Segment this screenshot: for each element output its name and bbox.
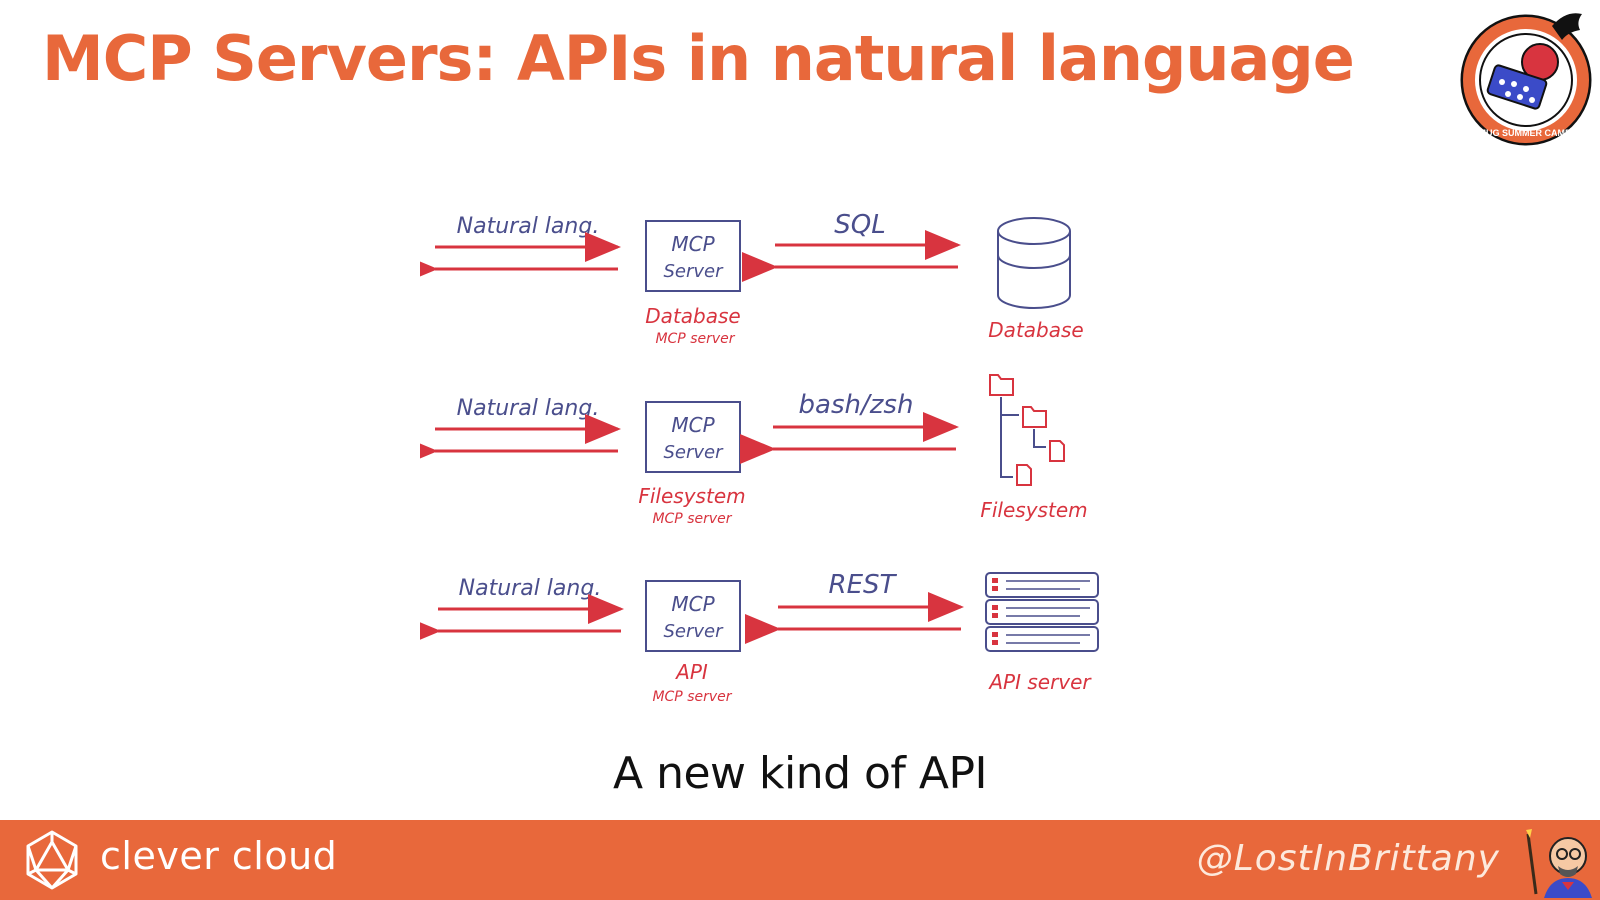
jug-summer-camp-badge-icon: JUG SUMMER CAMP	[1460, 13, 1592, 146]
target-label: Filesystem	[980, 498, 1087, 522]
slide-title: MCP Servers: APIs in natural language	[42, 22, 1355, 95]
target-label: API server	[987, 670, 1092, 694]
database-cylinder-icon	[997, 217, 1071, 309]
footer-twitter-handle: @LostInBrittany	[1196, 838, 1500, 879]
protocol-label: REST	[829, 570, 898, 600]
protocol-label: SQL	[834, 210, 885, 240]
cartoon-avatar-icon	[1526, 829, 1592, 898]
footer-bar: clever cloud @LostInBrittany	[0, 820, 1600, 900]
mcp-server-name: Filesystem	[638, 484, 745, 508]
server-rack-icon	[985, 572, 1099, 652]
mcp-server-name: Database	[645, 304, 740, 328]
mcp-server-name: API	[674, 660, 708, 684]
diagram-row-filesystem: Natural lang. MCP Server Filesystem MCP …	[420, 374, 1088, 527]
protocol-label: bash/zsh	[799, 390, 914, 420]
folder-tree-icon	[989, 374, 1065, 486]
mcp-server-box-label: Server	[663, 442, 724, 463]
mcp-server-box-label: MCP	[671, 592, 715, 616]
diagram-row-api: Natural lang. MCP Server API MCP server …	[420, 570, 1099, 705]
slide-subtitle: A new kind of API	[612, 748, 988, 799]
target-label: Database	[988, 318, 1083, 342]
mcp-server-subtitle: MCP server	[655, 331, 735, 347]
natural-language-label: Natural lang.	[459, 576, 602, 601]
mcp-server-box-label: Server	[663, 261, 724, 282]
badge-text: JUG SUMMER CAMP	[1481, 128, 1571, 138]
mcp-server-box-label: Server	[663, 621, 724, 642]
mcp-server-subtitle: MCP server	[652, 689, 732, 705]
mcp-server-box	[645, 580, 741, 652]
clever-cloud-logo-icon	[26, 830, 78, 890]
mcp-server-box	[645, 220, 741, 292]
natural-language-label: Natural lang.	[457, 396, 600, 421]
diagram-row-database: Natural lang. MCP Server Database MCP se…	[420, 210, 1084, 347]
mcp-server-box-label: MCP	[671, 232, 715, 256]
footer-brand: clever cloud	[100, 834, 338, 878]
mcp-server-box-label: MCP	[671, 413, 715, 437]
mcp-server-subtitle: MCP server	[652, 511, 732, 527]
mcp-architecture-diagram: Natural lang. MCP Server Database MCP se…	[420, 210, 1099, 705]
natural-language-label: Natural lang.	[457, 214, 600, 239]
